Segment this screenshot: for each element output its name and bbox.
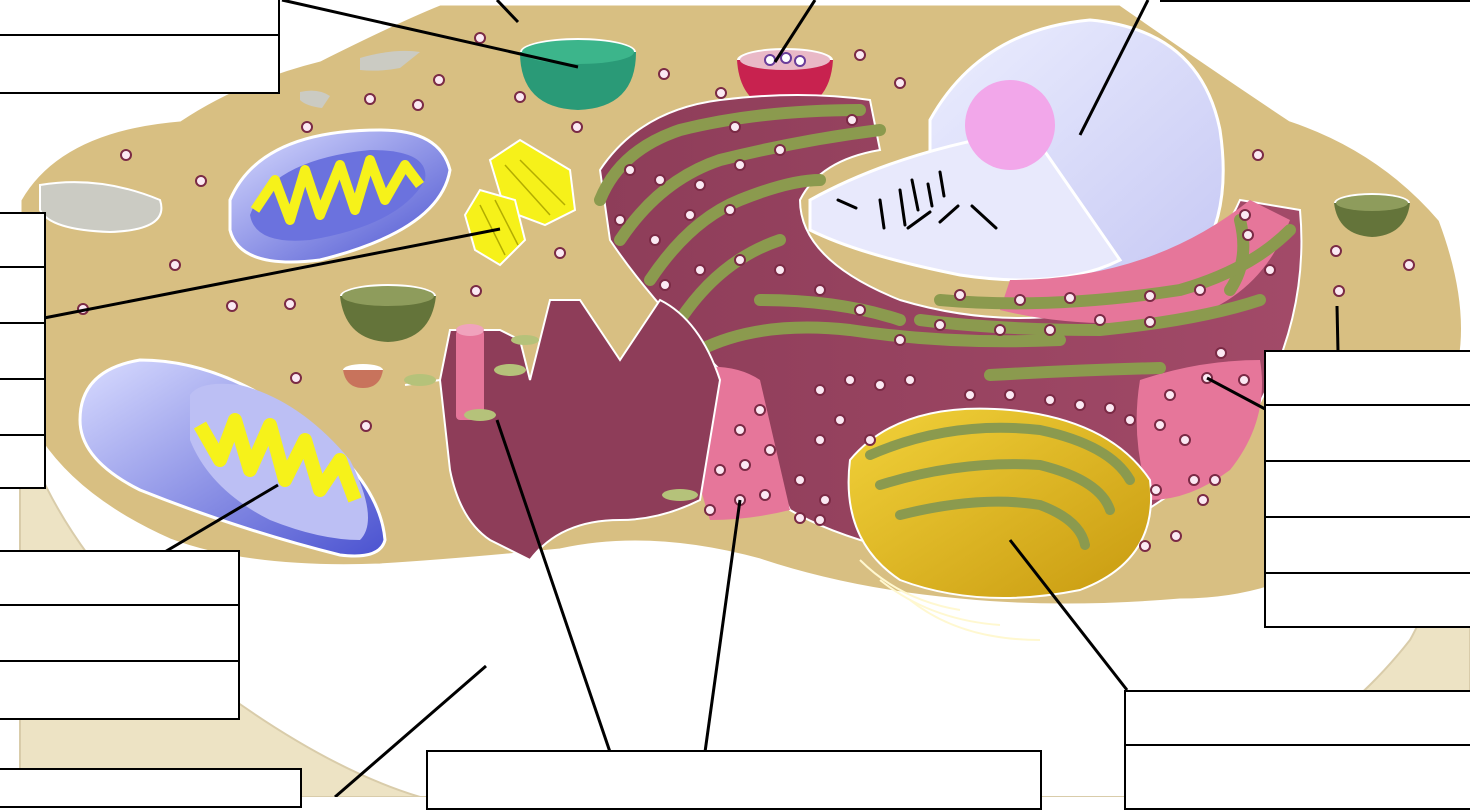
label-box-left-centrioles[interactable] — [0, 212, 46, 489]
label-box-top-right[interactable] — [1160, 0, 1470, 2]
leader-cell-membrane — [1337, 306, 1338, 352]
label-box-top-left[interactable] — [0, 0, 280, 94]
label-box-golgi-apparatus[interactable] — [1124, 690, 1470, 810]
label-box-endoplasmic-reticulum[interactable] — [426, 750, 1042, 810]
label-box-ribosome[interactable] — [1264, 350, 1470, 628]
label-box-mitochondrion[interactable] — [0, 550, 240, 720]
label-box-cytoplasm[interactable] — [0, 768, 302, 808]
